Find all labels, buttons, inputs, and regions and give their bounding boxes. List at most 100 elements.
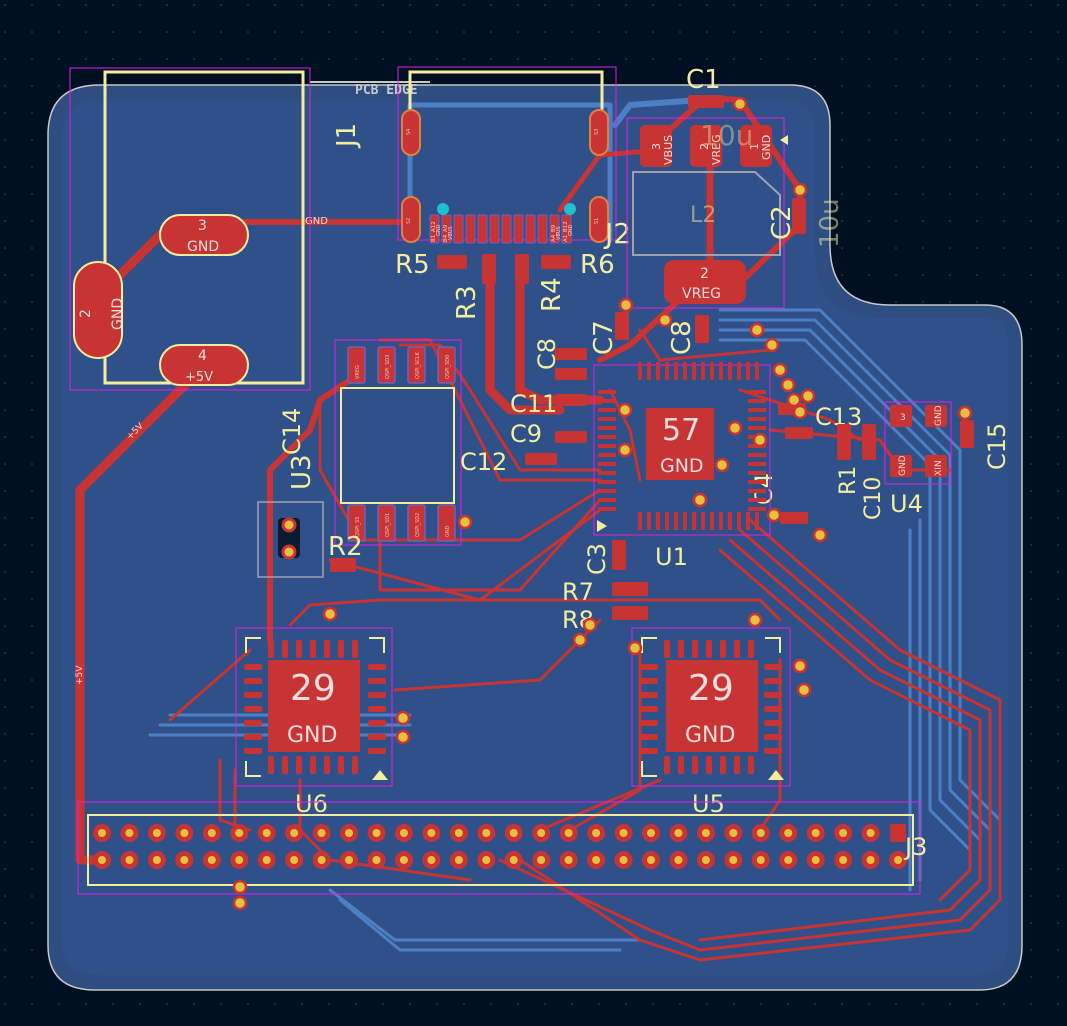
pin[interactable] xyxy=(368,720,386,726)
pin[interactable] xyxy=(244,734,262,740)
pin[interactable] xyxy=(268,640,274,658)
pin[interactable] xyxy=(640,692,658,698)
pin[interactable] xyxy=(683,512,687,530)
pin[interactable] xyxy=(719,512,723,530)
pin[interactable] xyxy=(640,720,658,726)
pin[interactable] xyxy=(640,664,658,670)
pin[interactable] xyxy=(748,453,766,457)
pin[interactable] xyxy=(244,664,262,670)
pad-vreg[interactable] xyxy=(347,346,366,384)
usb-pin[interactable] xyxy=(477,214,488,244)
pin[interactable] xyxy=(764,720,782,726)
pin[interactable] xyxy=(244,748,262,754)
pin[interactable] xyxy=(244,720,262,726)
usb-pin[interactable] xyxy=(501,214,512,244)
pin[interactable] xyxy=(368,748,386,754)
pin[interactable] xyxy=(244,692,262,698)
pad-qspi_sclk[interactable] xyxy=(407,346,426,384)
pad-qspi_ss[interactable] xyxy=(347,504,366,542)
usb-pin[interactable] xyxy=(441,214,452,244)
pin[interactable] xyxy=(748,399,766,403)
pin[interactable] xyxy=(598,480,616,484)
pin[interactable] xyxy=(368,678,386,684)
pin[interactable] xyxy=(656,512,660,530)
pad-gnd[interactable] xyxy=(437,504,456,542)
pin[interactable] xyxy=(368,734,386,740)
pin[interactable] xyxy=(764,692,782,698)
pin[interactable] xyxy=(748,390,766,394)
pin[interactable] xyxy=(598,399,616,403)
pin[interactable] xyxy=(324,756,330,774)
pin[interactable] xyxy=(737,362,741,380)
connector-j1[interactable]: J1 3 GND 2 GND 4 +5V xyxy=(69,67,362,391)
usb-pin[interactable] xyxy=(465,214,476,244)
pin[interactable] xyxy=(692,756,698,774)
pin[interactable] xyxy=(656,362,660,380)
pin[interactable] xyxy=(352,756,358,774)
pin[interactable] xyxy=(734,756,740,774)
usb-pin[interactable] xyxy=(489,214,500,244)
pad-qspi_sd0[interactable] xyxy=(437,346,456,384)
pin[interactable] xyxy=(764,748,782,754)
pin[interactable] xyxy=(706,640,712,658)
pin[interactable] xyxy=(748,507,766,511)
regulator-section[interactable]: C1 3 VBUS 2 VREG 1 GND L2 10u 2 VREG C2 … xyxy=(589,65,845,355)
pin[interactable] xyxy=(647,512,651,530)
pin[interactable] xyxy=(664,756,670,774)
pin[interactable] xyxy=(638,512,642,530)
pad-s4[interactable] xyxy=(401,109,421,156)
pin[interactable] xyxy=(748,426,766,430)
usb-pin[interactable] xyxy=(537,214,548,244)
pin[interactable] xyxy=(710,362,714,380)
pin[interactable] xyxy=(268,756,274,774)
pin[interactable] xyxy=(638,362,642,380)
pad-s3[interactable] xyxy=(589,109,609,156)
pin[interactable] xyxy=(352,640,358,658)
pin[interactable] xyxy=(748,489,766,493)
usb-pin[interactable] xyxy=(513,214,524,244)
pin[interactable] xyxy=(710,512,714,530)
pin[interactable] xyxy=(310,756,316,774)
pin[interactable] xyxy=(598,471,616,475)
pin[interactable] xyxy=(719,362,723,380)
pin[interactable] xyxy=(701,362,705,380)
pin[interactable] xyxy=(598,498,616,502)
pin[interactable] xyxy=(368,706,386,712)
pin[interactable] xyxy=(598,507,616,511)
crystal-u4[interactable]: 3 GND GND XIN U4 C15 xyxy=(884,401,1011,518)
pad-qspi_sd2[interactable] xyxy=(407,504,426,542)
pin[interactable] xyxy=(748,471,766,475)
pin[interactable] xyxy=(368,692,386,698)
pin[interactable] xyxy=(748,462,766,466)
pin[interactable] xyxy=(764,678,782,684)
usb-pin[interactable] xyxy=(429,214,440,244)
pin[interactable] xyxy=(598,453,616,457)
pad[interactable] xyxy=(73,261,123,359)
pin[interactable] xyxy=(674,362,678,380)
pin[interactable] xyxy=(598,462,616,466)
pin[interactable] xyxy=(282,756,288,774)
exposed-pad[interactable] xyxy=(646,408,714,480)
usb-pin[interactable] xyxy=(549,214,560,244)
pin[interactable] xyxy=(701,512,705,530)
pin[interactable] xyxy=(737,512,741,530)
pin[interactable] xyxy=(598,489,616,493)
header-j3[interactable]: J3 xyxy=(77,801,927,895)
pin[interactable] xyxy=(755,512,759,530)
pin[interactable] xyxy=(368,664,386,670)
pin[interactable] xyxy=(692,512,696,530)
pin[interactable] xyxy=(755,362,759,380)
pin-1[interactable] xyxy=(890,824,907,842)
pin[interactable] xyxy=(764,664,782,670)
pin[interactable] xyxy=(748,417,766,421)
pin[interactable] xyxy=(296,640,302,658)
pin[interactable] xyxy=(764,734,782,740)
pin[interactable] xyxy=(664,640,670,658)
pin[interactable] xyxy=(338,640,344,658)
usb-pin[interactable] xyxy=(525,214,536,244)
pin[interactable] xyxy=(640,678,658,684)
usb-pin[interactable] xyxy=(561,214,572,244)
pin[interactable] xyxy=(746,512,750,530)
